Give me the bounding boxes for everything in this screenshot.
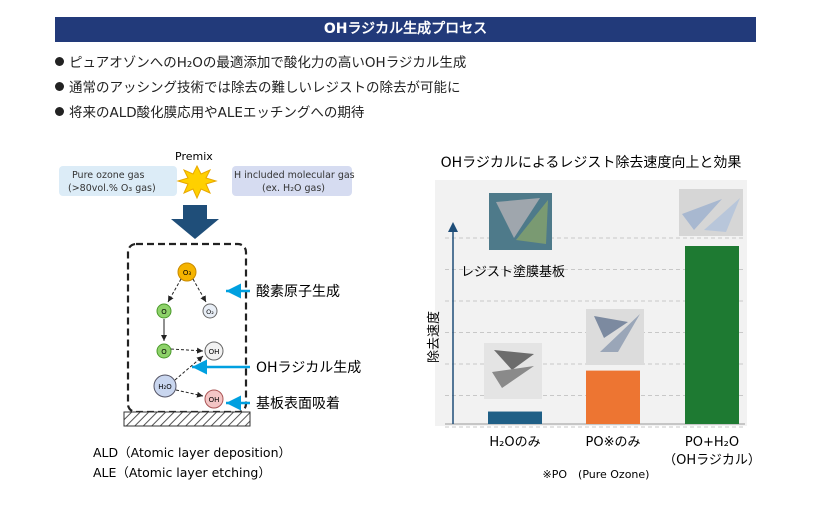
h2o-molecule	[153, 374, 177, 398]
h-gas-box	[232, 166, 352, 196]
pure-ozone-gas-label: Pure ozone gas	[72, 170, 144, 181]
o2-molecule-label: O₂	[206, 308, 214, 316]
sample-photo-resist	[489, 193, 552, 250]
y-axis-arrowhead-icon	[448, 222, 458, 232]
x-label-oh-radical: （OHラジカル）	[663, 453, 761, 468]
substrate	[123, 411, 251, 427]
o-atom-label: O	[161, 308, 167, 316]
sample-photo-po	[586, 309, 644, 365]
oh-adsorbed	[204, 389, 224, 409]
chart-annotation: レジスト塗膜基板	[461, 264, 565, 280]
x-label-po: PO※のみ	[586, 435, 641, 450]
label-oxygen-atom: 酸素原子生成	[256, 284, 340, 300]
bar-po-plus-h2o	[685, 246, 739, 424]
o-atom	[156, 303, 172, 319]
bullet-text: 通常のアッシング技術では除去の難しいレジストの除去が可能に	[69, 80, 461, 96]
x-label-h2o: H₂Oのみ	[489, 435, 540, 450]
o2-molecule	[202, 303, 218, 319]
premix-burst-icon	[176, 164, 218, 200]
page-title: OHラジカル生成プロセス	[55, 17, 756, 42]
ald-label: ALD（Atomic layer deposition）	[93, 445, 291, 460]
bullet-item: 将来のALD酸化膜応用やALEエッチングへの期待	[55, 103, 466, 128]
x-label-po-h2o: PO+H₂O	[685, 435, 739, 450]
bar-h2o-only	[488, 411, 542, 424]
oh-radical-label: OH	[209, 348, 220, 356]
h-gas-sublabel: (ex. H₂O gas)	[262, 183, 325, 194]
oh-radical	[204, 341, 224, 361]
chart-footnote: ※PO (Pure Ozone)	[543, 468, 650, 481]
h-gas-label: H included molecular gas	[234, 170, 355, 181]
label-oh-radical: OHラジカル生成	[256, 360, 361, 376]
sample-photo-h2o	[484, 343, 542, 399]
bullet-dot-icon	[55, 57, 64, 66]
bullet-text: 将来のALD酸化膜応用やALEエッチングへの期待	[69, 105, 365, 121]
pure-ozone-gas-sublabel: (>80vol.% O₃ gas)	[68, 183, 156, 194]
sample-photo-oh	[679, 189, 743, 236]
down-arrow-icon	[171, 205, 219, 239]
o3-molecule-label: O₃	[183, 269, 192, 277]
bar-group	[488, 246, 739, 424]
bar-po-only	[586, 370, 640, 424]
premix-label: Premix	[175, 150, 213, 163]
o-atom-2-label: O	[161, 348, 167, 356]
oh-adsorbed-label: OH	[209, 396, 220, 404]
bullet-item: ピュアオゾンへのH₂Oの最適添加で酸化力の高いOHラジカル生成	[55, 53, 466, 78]
bullet-list: ピュアオゾンへのH₂Oの最適添加で酸化力の高いOHラジカル生成 通常のアッシング…	[55, 53, 466, 128]
bullet-text: ピュアオゾンへのH₂Oの最適添加で酸化力の高いOHラジカル生成	[69, 55, 467, 71]
bullet-item: 通常のアッシング技術では除去の難しいレジストの除去が可能に	[55, 78, 466, 103]
y-axis-label: 除去速度	[426, 311, 442, 363]
h2o-molecule-label: H₂O	[158, 383, 172, 391]
ale-label: ALE（Atomic layer etching）	[93, 465, 271, 480]
o3-molecule	[177, 262, 197, 282]
pure-ozone-gas-box	[59, 166, 177, 196]
o-atom-2	[156, 343, 172, 359]
bullet-dot-icon	[55, 107, 64, 116]
chamber-outline	[126, 242, 248, 414]
label-adsorption: 基板表面吸着	[256, 395, 340, 412]
chart-title: OHラジカルによるレジスト除去速度向上と効果	[441, 155, 742, 171]
bullet-dot-icon	[55, 82, 64, 91]
